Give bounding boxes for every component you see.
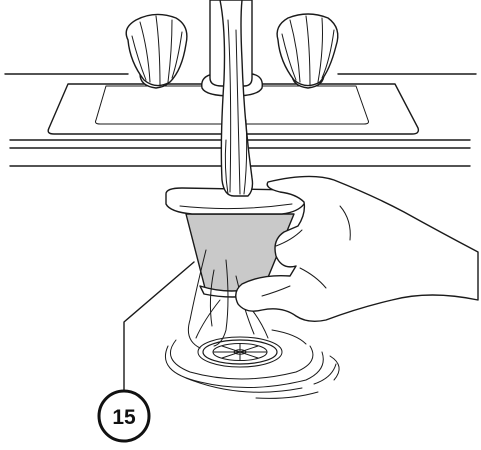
hand: [235, 175, 479, 323]
left-knob: [125, 13, 188, 89]
water-ripples: [164, 329, 340, 399]
callout-circle: [97, 389, 151, 443]
drain: [197, 336, 283, 368]
right-knob: [276, 13, 339, 89]
callout: 15: [97, 261, 195, 443]
water-stream: [219, 0, 254, 197]
callout-number: 15: [112, 406, 136, 429]
debris-strands: [187, 249, 269, 349]
